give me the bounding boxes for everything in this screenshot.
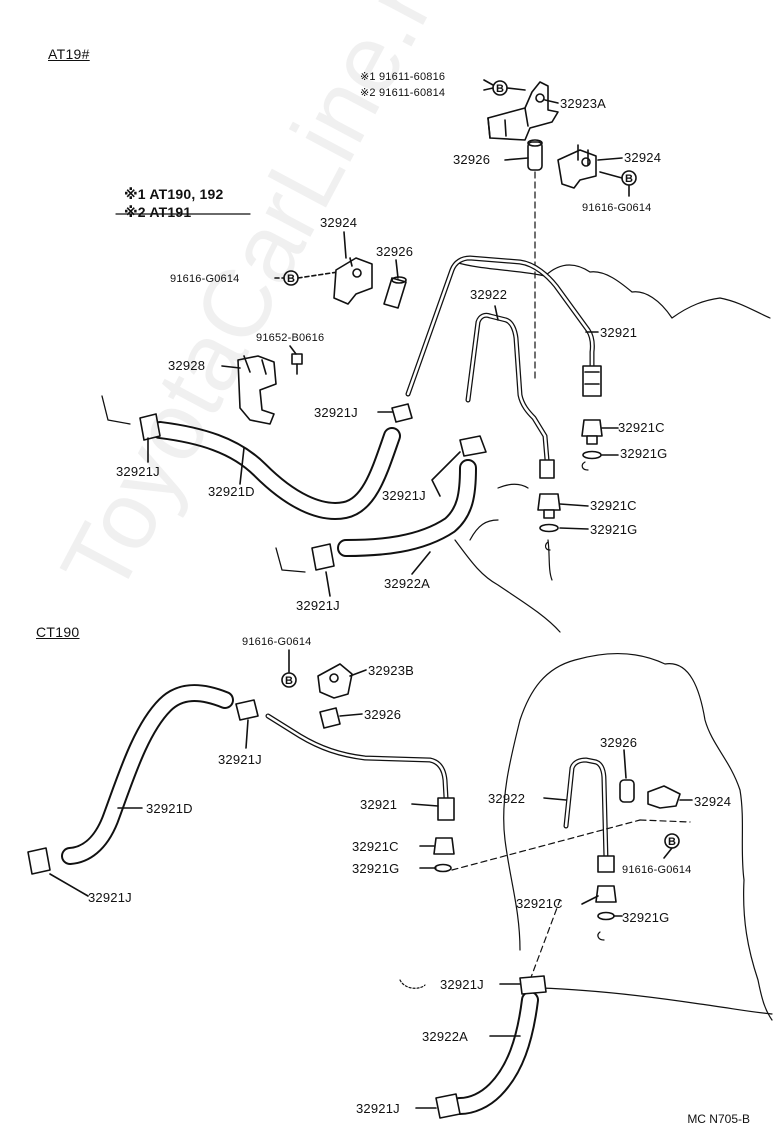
part-label-32923B: 32923B xyxy=(368,663,415,678)
gasket-32921G-1-icon xyxy=(582,450,602,460)
part-label-32922A: 32922A xyxy=(384,576,431,591)
transmission-case-lower xyxy=(454,539,561,633)
clip-32921J-bl-icon xyxy=(27,847,51,875)
part-label-91611-60814: ※2 91611-60814 xyxy=(360,87,446,99)
part-label-91616-c: 91616-G0614 xyxy=(242,636,312,648)
part-label-32921G-a: 32921G xyxy=(620,446,668,461)
part-label-32922-bottom: 32922 xyxy=(488,791,526,806)
hose-32926-bottom-icon xyxy=(319,707,341,729)
bolt-B-label-4: B xyxy=(285,675,294,687)
bolt-B-label-5: B xyxy=(668,836,677,848)
hose-32926-mid-icon xyxy=(383,276,407,309)
clamp-32924-br-icon xyxy=(647,785,681,809)
part-label-32926-b: 32926 xyxy=(376,244,414,259)
part-label-32921D-bottom: 32921D xyxy=(146,801,193,816)
hose-32926-br-icon xyxy=(619,779,635,803)
part-label-32921G-c: 32921G xyxy=(352,861,400,876)
part-label-32921D: 32921D xyxy=(208,484,255,499)
transmission-case-outline-bottom xyxy=(519,653,773,1021)
part-label-32924-a: 32924 xyxy=(624,150,662,165)
part-label-32921C-a: 32921C xyxy=(618,420,665,435)
part-label-32921J-b: 32921J xyxy=(116,464,160,479)
part-label-32924-bottom: 32924 xyxy=(694,794,732,809)
part-label-32926-c: 32926 xyxy=(364,707,402,722)
bolt-B-label-3: B xyxy=(287,273,296,285)
clip-32921J-left-icon xyxy=(139,413,161,441)
clamp-32924-mid-icon xyxy=(333,257,373,305)
gasket-32921G-2-icon xyxy=(539,523,559,533)
part-label-91611-60816: ※1 91611-60816 xyxy=(360,71,446,83)
part-label-32921-bottom: 32921 xyxy=(360,797,398,812)
part-label-32922A-bottom: 32922A xyxy=(422,1029,469,1044)
part-label-32928: 32928 xyxy=(168,358,206,373)
part-label-91616-a: 91616-G0614 xyxy=(582,202,652,214)
bolt-B-label-2: B xyxy=(625,173,634,185)
gasket-32921G-3-icon xyxy=(434,863,452,873)
bracket-32923B-icon xyxy=(317,663,353,699)
part-label-32921C-b: 32921C xyxy=(590,498,637,513)
connector-32921C-3-icon xyxy=(433,837,455,855)
part-label-32921J-c: 32921J xyxy=(382,488,426,503)
connector-32921C-4-icon xyxy=(595,885,617,903)
part-label-32923A: 32923A xyxy=(560,96,607,111)
part-label-32921J-a: 32921J xyxy=(314,405,358,420)
part-label-32921G-d: 32921G xyxy=(622,910,670,925)
part-label-32924-b: 32924 xyxy=(320,215,358,230)
pipe-32921-top xyxy=(405,255,595,397)
legend-line-1: ※1 AT190, 192 xyxy=(124,186,224,202)
part-label-91652: 91652-B0616 xyxy=(256,332,325,344)
part-label-32921J-h: 32921J xyxy=(356,1101,400,1116)
part-label-32926-d: 32926 xyxy=(600,735,638,750)
part-label-32921C-c: 32921C xyxy=(352,839,399,854)
bracket-32928-icon xyxy=(237,355,277,425)
clamp-32924-top-icon xyxy=(557,144,597,189)
bolt-91652-icon xyxy=(291,353,303,375)
reference-code: MC N705-B xyxy=(687,1112,750,1126)
part-label-32921J-f: 32921J xyxy=(88,890,132,905)
clip-32921J-bottom-icon xyxy=(311,543,335,571)
bolt-B-marker-4 xyxy=(281,672,297,688)
part-label-32921J-e: 32921J xyxy=(218,752,262,767)
section-title-at19: AT19# xyxy=(48,46,90,62)
part-label-32921: 32921 xyxy=(600,325,638,340)
clip-32921J-bm-icon xyxy=(235,699,259,721)
clip-32921J-mid-icon xyxy=(459,435,487,457)
part-label-32921G-b: 32921G xyxy=(590,522,638,537)
connector-32921C-2-icon xyxy=(537,493,561,519)
part-label-91616-b: 91616-G0614 xyxy=(170,273,240,285)
part-label-32921J-d: 32921J xyxy=(296,598,340,613)
gasket-32921G-4-icon xyxy=(597,911,615,921)
part-label-32921C-d: 32921C xyxy=(516,896,563,911)
clip-32921J-bottom-last-icon xyxy=(435,1093,461,1119)
part-label-32921J-g: 32921J xyxy=(440,977,484,992)
bracket-32923A-icon xyxy=(487,81,559,141)
bolt-B-label-1: B xyxy=(496,83,505,95)
part-label-32926-a: 32926 xyxy=(453,152,491,167)
part-label-91616-d: 91616-G0614 xyxy=(622,864,692,876)
clip-32921J-top-icon xyxy=(391,403,413,423)
legend-line-2: ※2 AT191 xyxy=(124,204,192,220)
section-title-ct190: CT190 xyxy=(36,624,80,640)
transmission-case-outline xyxy=(454,261,771,319)
hose-32926-top-icon xyxy=(527,139,543,171)
clip-32921J-br-icon xyxy=(519,975,547,995)
part-label-32922: 32922 xyxy=(470,287,508,302)
connector-32921C-1-icon xyxy=(581,419,603,445)
